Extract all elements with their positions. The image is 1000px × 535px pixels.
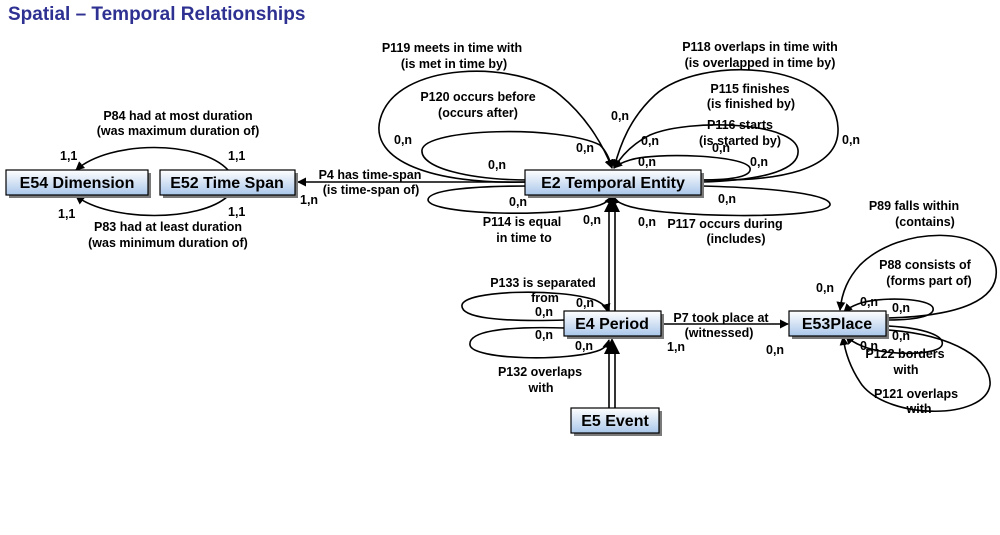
p132-label: P132 overlaps: [498, 365, 582, 379]
card-p118-b: 0,n: [842, 133, 860, 147]
p115-inverse-label: (is finished by): [707, 97, 795, 111]
p119-loop: [378, 70, 614, 184]
p88-inverse-label: (forms part of): [886, 274, 971, 288]
p4-inverse-label: (is time-span of): [323, 183, 420, 197]
card-p116-a: 0,n: [638, 155, 656, 169]
card-p132-b: 0,n: [575, 339, 593, 353]
p121-loop: [839, 329, 991, 413]
p84-arc: [75, 146, 229, 171]
page-title: Spatial – Temporal Relationships: [8, 4, 306, 25]
p117-inverse-label: (includes): [706, 232, 765, 246]
card-p115-b: 0,n: [712, 141, 730, 155]
card-p119-a: 0,n: [394, 133, 412, 147]
p89-label: P89 falls within: [869, 199, 959, 213]
p118-label: P118 overlaps in time with: [682, 40, 838, 54]
p132-inverse-label: with: [528, 381, 554, 395]
card-p117-b: 0,n: [638, 215, 656, 229]
entity-e5-label: E5 Event: [581, 413, 649, 430]
p83-arc: [75, 195, 229, 217]
card-p120-b: 0,n: [488, 158, 506, 172]
p114-loop: [427, 185, 613, 215]
p119-label: P119 meets in time with: [382, 41, 522, 55]
p117-label: P117 occurs during: [667, 217, 782, 231]
entity-e2-label: E2 Temporal Entity: [541, 175, 685, 192]
entity-e54-label: E54 Dimension: [20, 175, 135, 192]
card-p120-a: 0,n: [576, 141, 594, 155]
p115-label: P115 finishes: [710, 82, 789, 96]
card-p7-e4: 1,n: [667, 340, 685, 354]
card-p89-a: 0,n: [816, 281, 834, 295]
p88-loop: [843, 298, 934, 321]
card-p118-a: 0,n: [611, 109, 629, 123]
entity-e54-dimension[interactable]: E54 Dimension: [5, 169, 151, 198]
p116-loop: [613, 154, 751, 181]
entity-e4-label: E4 Period: [575, 316, 649, 333]
p120-inverse-label: (occurs after): [438, 106, 518, 120]
p118-inverse-label: (is overlapped in time by): [685, 56, 836, 70]
p121-label: P121 overlaps: [874, 387, 958, 401]
e4-e2-arrowhead: [604, 196, 620, 212]
p133-loop: [461, 291, 611, 322]
card-p115-a: 0,n: [641, 134, 659, 148]
p132-loop: [469, 326, 612, 359]
entity-e53-place[interactable]: E53Place: [788, 310, 889, 339]
p84-label: P84 had at most duration: [103, 109, 252, 123]
p84-inverse-label: (was maximum duration of): [97, 124, 260, 138]
p83-inverse-label: (was minimum duration of): [88, 236, 248, 250]
p122-inverse-label: with: [893, 363, 919, 377]
p114-inverse-label: in time to: [496, 231, 552, 245]
entity-e53-label: E53Place: [802, 316, 872, 333]
p133-inverse-label: from: [531, 291, 559, 305]
card-p121-a: 0,n: [860, 339, 878, 353]
p133-label: P133 is separated: [490, 276, 596, 290]
p89-inverse-label: (contains): [895, 215, 955, 229]
p114-label: P114 is equal: [483, 215, 562, 229]
p122-loop: [845, 325, 943, 355]
entity-e5-event[interactable]: E5 Event: [570, 407, 662, 436]
p83-label: P83 had at least duration: [94, 220, 242, 234]
card-p122-a: 0,n: [892, 329, 910, 343]
p118-loop: [611, 68, 839, 182]
card-p116-b: 0,n: [750, 155, 768, 169]
p88-label: P88 consists of: [879, 258, 972, 272]
p89-loop: [836, 234, 997, 319]
p4-label: P4 has time-span: [319, 168, 422, 182]
p122-label: P122 borders: [865, 347, 944, 361]
card-p83-e54: 1,1: [58, 207, 75, 221]
card-p7-e53: 0,n: [766, 343, 784, 357]
p121-inverse-label: with: [906, 402, 932, 416]
p115-loop: [613, 124, 799, 183]
card-p84-e54: 1,1: [60, 149, 77, 163]
card-p132-a: 0,n: [535, 328, 553, 342]
card-p114-b: 0,n: [583, 213, 601, 227]
card-p133-a: 0,n: [576, 296, 594, 310]
p7-label: P7 took place at: [673, 311, 769, 325]
p117-loop: [611, 185, 831, 217]
card-p117-a: 0,n: [718, 192, 736, 206]
p120-loop: [421, 130, 615, 181]
e5-e4-arrowhead: [604, 338, 620, 354]
entity-e2-temporal-entity[interactable]: E2 Temporal Entity: [524, 169, 704, 198]
entity-e52-label: E52 Time Span: [170, 175, 284, 192]
p7-inverse-label: (witnessed): [685, 326, 754, 340]
p116-label: P116 starts: [707, 118, 773, 132]
card-p4-e52: 1,n: [300, 193, 318, 207]
card-p133-b: 0,n: [535, 305, 553, 319]
card-p84-e52: 1,1: [228, 149, 245, 163]
card-p88-a: 0,n: [860, 295, 878, 309]
card-p114-a: 0,n: [509, 195, 527, 209]
entity-e52-time-span[interactable]: E52 Time Span: [159, 169, 298, 198]
card-p88-b: 0,n: [892, 301, 910, 315]
card-p83-e52: 1,1: [228, 205, 245, 219]
entity-e4-period[interactable]: E4 Period: [563, 310, 664, 339]
p119-inverse-label: (is met in time by): [401, 57, 507, 71]
p116-inverse-label: (is started by): [699, 134, 781, 148]
p120-label: P120 occurs before: [420, 90, 535, 104]
